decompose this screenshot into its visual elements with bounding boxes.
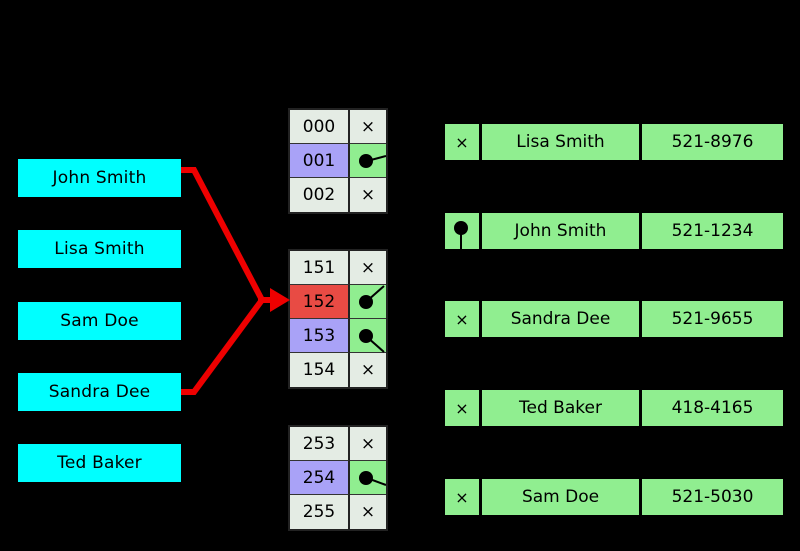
bucket-row[interactable]: 002 ×	[290, 178, 386, 212]
cross-icon: ×	[360, 257, 376, 278]
key-label: Sam Doe	[60, 311, 139, 331]
bucket-group-middle: 151 × 152 153	[288, 249, 388, 389]
bucket-slot-pointer[interactable]	[350, 285, 386, 319]
key-label: Sandra Dee	[48, 382, 151, 402]
pointer-dot-icon	[350, 285, 386, 318]
record-next-pointer[interactable]: ×	[445, 479, 479, 515]
arrow-line-john-smith	[181, 167, 265, 302]
bucket-index: 255	[290, 495, 350, 529]
key-label: John Smith	[52, 168, 147, 188]
bucket-slot-empty[interactable]: ×	[350, 427, 386, 461]
cross-icon: ×	[360, 433, 376, 454]
record-next-pointer[interactable]: ×	[445, 124, 479, 160]
key-box-sam-doe[interactable]: Sam Doe	[18, 302, 181, 340]
bucket-row[interactable]: 255 ×	[290, 495, 386, 529]
record-phone: 521-8976	[642, 124, 783, 160]
record-phone: 521-5030	[642, 479, 783, 515]
bucket-row[interactable]: 253 ×	[290, 427, 386, 461]
arrow-head-icon	[270, 288, 290, 312]
bucket-index: 001	[290, 144, 350, 178]
cross-icon: ×	[360, 185, 376, 205]
bucket-index: 000	[290, 110, 350, 144]
record-next-pointer[interactable]	[445, 213, 479, 249]
bucket-row[interactable]: 154 ×	[290, 353, 386, 387]
bucket-slot-empty[interactable]: ×	[350, 353, 386, 387]
record-ted-baker[interactable]: × Ted Baker 418-4165	[445, 390, 783, 426]
bucket-group-top: 000 × 001 002 ×	[288, 108, 388, 214]
record-lisa-smith[interactable]: × Lisa Smith 521-8976	[445, 124, 783, 160]
key-box-lisa-smith[interactable]: Lisa Smith	[18, 230, 181, 268]
record-next-pointer[interactable]: ×	[445, 301, 479, 337]
key-label: Lisa Smith	[54, 239, 145, 259]
record-phone: 418-4165	[642, 390, 783, 426]
record-name: Sandra Dee	[482, 301, 639, 337]
record-sandra-dee[interactable]: × Sandra Dee 521-9655	[445, 301, 783, 337]
bucket-row[interactable]: 152	[290, 285, 386, 319]
cross-icon: ×	[455, 398, 469, 418]
bucket-index: 254	[290, 461, 350, 495]
key-box-sandra-dee[interactable]: Sandra Dee	[18, 373, 181, 411]
key-label: Ted Baker	[57, 453, 142, 473]
key-box-john-smith[interactable]: John Smith	[18, 159, 181, 197]
bucket-index: 153	[290, 319, 350, 353]
bucket-index: 002	[290, 178, 350, 212]
cross-icon: ×	[455, 487, 469, 507]
pointer-dot-icon	[350, 319, 386, 353]
bucket-slot-empty[interactable]: ×	[350, 110, 386, 144]
bucket-group-bottom: 253 × 254 255 ×	[288, 425, 388, 531]
arrow-line-sandra-dee	[181, 298, 265, 395]
bucket-index: 152	[290, 285, 350, 319]
record-phone: 521-1234	[642, 213, 783, 249]
record-phone: 521-9655	[642, 301, 783, 337]
record-name: Sam Doe	[482, 479, 639, 515]
bucket-slot-pointer[interactable]	[350, 461, 386, 495]
record-next-pointer[interactable]: ×	[445, 390, 479, 426]
pointer-dot-icon	[445, 213, 479, 249]
bucket-index: 253	[290, 427, 350, 461]
cross-icon: ×	[360, 502, 376, 522]
cross-icon: ×	[455, 309, 469, 329]
record-name: John Smith	[482, 213, 639, 249]
record-john-smith[interactable]: John Smith 521-1234	[445, 213, 783, 249]
record-sam-doe[interactable]: × Sam Doe 521-5030	[445, 479, 783, 515]
key-box-ted-baker[interactable]: Ted Baker	[18, 444, 181, 482]
bucket-slot-pointer[interactable]	[350, 319, 386, 353]
bucket-row[interactable]: 153	[290, 319, 386, 353]
bucket-row[interactable]: 254	[290, 461, 386, 495]
bucket-index: 154	[290, 353, 350, 387]
bucket-slot-pointer[interactable]	[350, 144, 386, 178]
record-name: Ted Baker	[482, 390, 639, 426]
pointer-dot-icon	[350, 461, 386, 494]
cross-icon: ×	[360, 116, 376, 137]
cross-icon: ×	[455, 132, 469, 152]
bucket-slot-empty[interactable]: ×	[350, 178, 386, 212]
record-name: Lisa Smith	[482, 124, 639, 160]
bucket-row[interactable]: 001	[290, 144, 386, 178]
bucket-slot-empty[interactable]: ×	[350, 251, 386, 285]
bucket-row[interactable]: 151 ×	[290, 251, 386, 285]
pointer-dot-icon	[350, 144, 386, 177]
bucket-slot-empty[interactable]: ×	[350, 495, 386, 529]
bucket-index: 151	[290, 251, 350, 285]
bucket-row[interactable]: 000 ×	[290, 110, 386, 144]
cross-icon: ×	[360, 360, 376, 380]
